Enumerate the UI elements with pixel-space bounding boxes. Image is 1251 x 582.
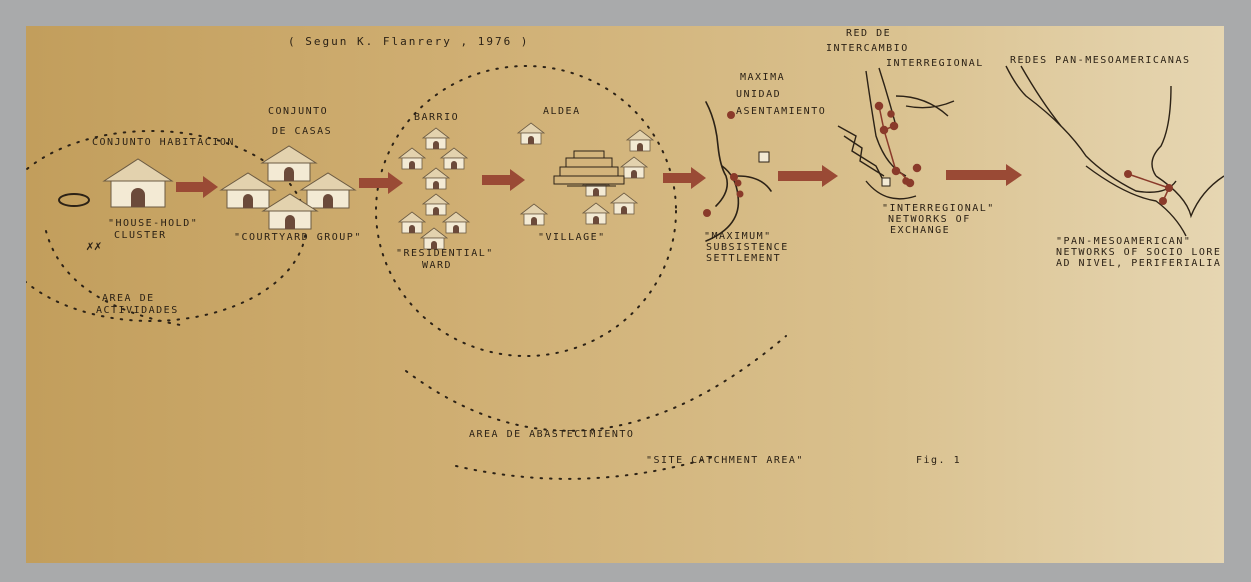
village-house-icon [582,202,610,225]
people-icon: ✗✗ [86,239,102,254]
village-house-icon [610,192,638,215]
site-markers [703,111,744,217]
arrow-icon [359,172,403,194]
label-de-casas: DE CASAS [272,126,333,137]
label-residential: "RESIDENTIAL" [396,248,494,259]
ward-house-icon [420,227,448,250]
label-village: "VILLAGE" [538,232,606,243]
label-asentamiento: ASENTAMIENTO [736,106,827,117]
label-barrio: BARRIO [414,112,460,123]
label-intercambio: INTERCAMBIO [826,43,909,54]
catchment-arc-left [45,230,187,327]
hearth-icon [58,193,90,207]
pan-network [1124,170,1173,205]
label-networks-of: NETWORKS OF [888,214,971,225]
ward-house-icon [398,147,426,170]
arrow-icon [778,165,838,187]
figure-title: ( Segun K. Flanrery , 1976 ) [288,35,530,48]
arrows [176,164,1022,198]
ward-house-icon [422,127,450,150]
label-networks-core: NETWORKS OF SOCIO LORE [1056,247,1222,258]
label-red-de: RED DE [846,28,892,39]
figure-number: Fig. 1 [916,455,962,466]
label-area-abastecimiento: AREA DE ABASTECIMIENTO [469,429,635,440]
village-house-icon [520,203,548,226]
label-maxima: MAXIMA [740,72,786,83]
site-square-icon [758,151,770,163]
label-pan-meso: "PAN-MESOAMERICAN" [1056,236,1192,247]
label-site-catchment: "SITE CATCHMENT AREA" [646,455,804,466]
label-unidad: UNIDAD [736,89,782,100]
label-redes-pan: REDES PAN-MESOAMERICANAS [1010,55,1191,66]
label-settlement: SETTLEMENT [706,253,782,264]
village-boundary [375,65,677,357]
label-conjunto: CONJUNTO [268,106,329,117]
village-house-icon [626,129,654,152]
label-area-de: AREA DE [102,293,155,304]
label-interregional: INTERREGIONAL [886,58,984,69]
ward-house-icon [398,211,426,234]
diagram-art: ✗✗ [26,65,1224,480]
label-maximum: "MAXIMUM" [704,231,772,242]
household-house-icon [103,158,173,208]
label-actividades: ACTIVIDADES [96,305,179,316]
arrow-icon [176,176,218,198]
label-ad-nivel: AD NIVEL, PERIFERIALIA [1056,258,1222,269]
arrow-icon [482,169,525,191]
ward-house-icon [440,147,468,170]
label-ward: WARD [422,260,453,271]
label-courtyard-group: "COURTYARD GROUP" [234,232,362,243]
village-house-icon [517,122,545,145]
exchange-network [874,101,922,188]
ward-house-icon [442,211,470,234]
diagram-panel: ✗✗ [26,26,1224,563]
label-conjunto-habitacion: CONJUNTO HABITACION [92,137,235,148]
site-square-icon [881,177,891,187]
label-subsistence: SUBSISTENCE [706,242,789,253]
village-house-icon [620,156,648,179]
label-cluster: CLUSTER [114,230,167,241]
label-aldea: ALDEA [543,106,581,117]
courtyard-house-icon [220,172,276,209]
catchment-arc [405,335,787,432]
label-house-hold: "HOUSE-HOLD" [108,218,199,229]
arrow-icon [663,167,706,189]
label-exchange: EXCHANGE [890,225,951,236]
ward-house-icon [422,193,450,216]
arrow-icon [946,164,1022,186]
catchment-arc-outer [455,455,717,480]
courtyard-house-icon [261,145,317,182]
temple-icon [553,150,625,187]
label-interregional-q: "INTERREGIONAL" [882,203,995,214]
ward-house-icon [422,167,450,190]
